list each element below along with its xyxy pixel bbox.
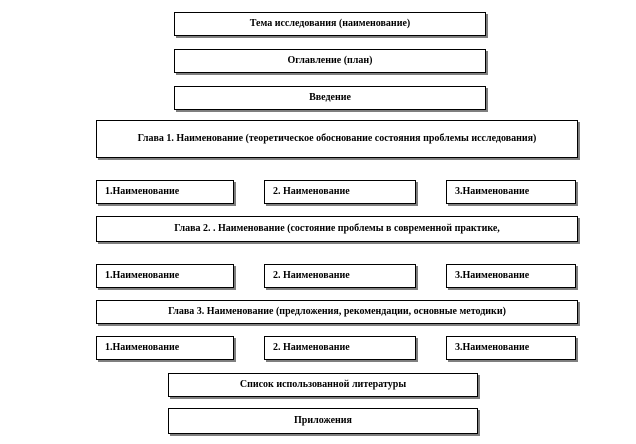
introduction-label: Введение xyxy=(309,92,351,103)
chapter2-section3-label: 3.Наименование xyxy=(455,270,530,281)
appendix-label: Приложения xyxy=(294,415,352,426)
introduction-box: Введение xyxy=(174,86,486,110)
toc-label: Оглавление (план) xyxy=(287,55,373,66)
chapter2-section3-box: 3.Наименование xyxy=(446,264,576,288)
topic-box: Тема исследования (наименование) xyxy=(174,12,486,36)
chapter1-title: Глава 1. Наименование (теоретическое обо… xyxy=(137,133,537,144)
references-label: Список использованной литературы xyxy=(239,379,407,390)
chapter2-title: Глава 2. . Наименование (состояние пробл… xyxy=(174,223,500,234)
chapter3-section3-label: 3.Наименование xyxy=(455,342,530,353)
chapter1-section2-label: 2. Наименование xyxy=(273,186,350,197)
chapter2-section1-label: 1.Наименование xyxy=(105,270,180,281)
chapter3-section2-box: 2. Наименование xyxy=(264,336,416,360)
chapter3-section1-label: 1.Наименование xyxy=(105,342,180,353)
chapter1-section3-label: 3.Наименование xyxy=(455,186,530,197)
references-box: Список использованной литературы xyxy=(168,373,478,397)
chapter1-section3-box: 3.Наименование xyxy=(446,180,576,204)
chapter3-section2-label: 2. Наименование xyxy=(273,342,350,353)
chapter2-section1-box: 1.Наименование xyxy=(96,264,234,288)
appendix-box: Приложения xyxy=(168,408,478,434)
chapter3-section1-box: 1.Наименование xyxy=(96,336,234,360)
topic-label: Тема исследования (наименование) xyxy=(249,18,411,29)
chapter2-box: Глава 2. . Наименование (состояние пробл… xyxy=(96,216,578,242)
chapter2-section2-box: 2. Наименование xyxy=(264,264,416,288)
chapter1-box: Глава 1. Наименование (теоретическое обо… xyxy=(96,120,578,158)
chapter3-section3-box: 3.Наименование xyxy=(446,336,576,360)
toc-box: Оглавление (план) xyxy=(174,49,486,73)
chapter3-title: Глава 3. Наименование (предложения, реко… xyxy=(168,306,506,317)
chapter1-section2-box: 2. Наименование xyxy=(264,180,416,204)
chapter3-box: Глава 3. Наименование (предложения, реко… xyxy=(96,300,578,324)
chapter1-section1-box: 1.Наименование xyxy=(96,180,234,204)
chapter2-section2-label: 2. Наименование xyxy=(273,270,350,281)
chapter1-section1-label: 1.Наименование xyxy=(105,186,180,197)
